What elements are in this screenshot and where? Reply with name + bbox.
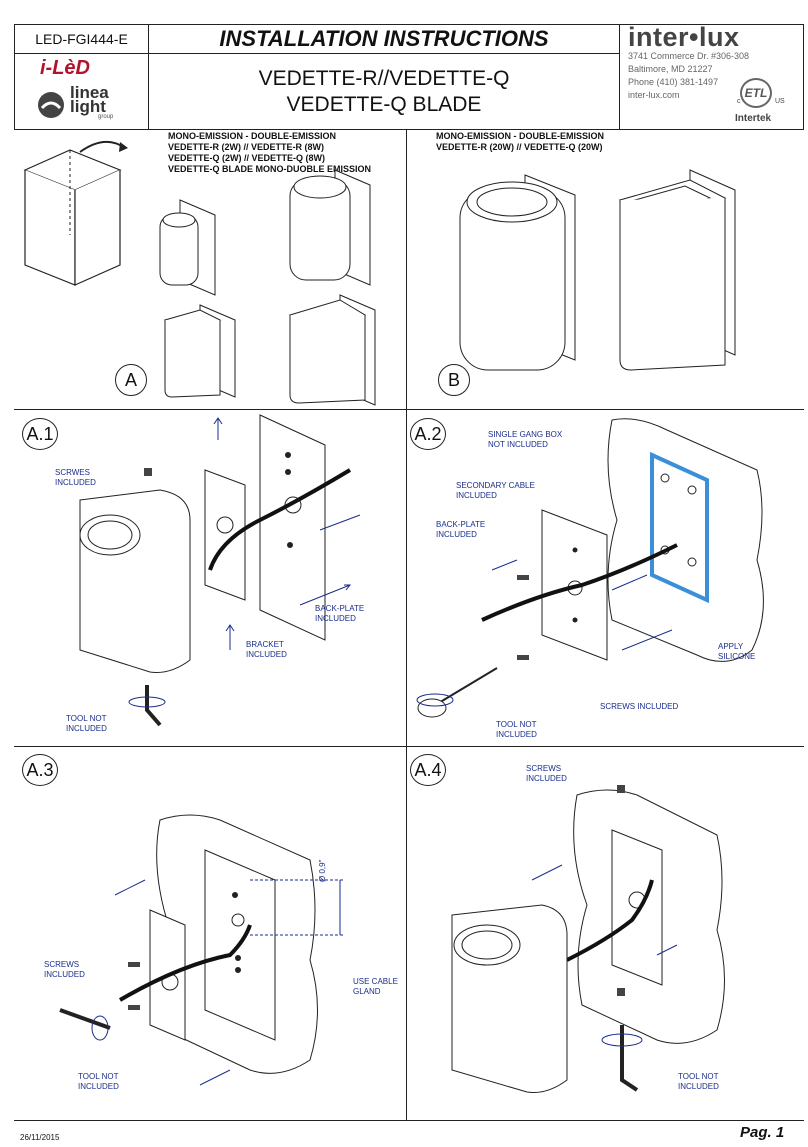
vedette-q-large-illustration <box>288 294 376 406</box>
label-line: BACK-PLATE <box>315 604 365 613</box>
linea-group-text: group <box>98 114 114 120</box>
vedette-r-large-illustration <box>289 169 371 286</box>
a1-backplate-label: BACK-PLATE INCLUDED <box>315 604 364 624</box>
a3-screws-label: SCREWS INCLUDED <box>44 960 85 980</box>
company-address: 3741 Commerce Dr. #306-308 Baltimore, MD… <box>628 50 749 102</box>
section-b-caption: MONO-EMISSION - DOUBLE-EMISSION VEDETTE-… <box>436 131 604 153</box>
vedette-q-small-illustration <box>163 304 236 398</box>
label-line: SINGLE GANG BOX <box>488 430 563 439</box>
a2-gangbox-label: SINGLE GANG BOX NOT INCLUDED <box>488 430 562 450</box>
label-line: NOT INCLUDED <box>488 440 548 449</box>
label-line: TOOL NOT <box>496 720 537 729</box>
label-line: INCLUDED <box>678 1082 719 1091</box>
label-line: INCLUDED <box>436 530 477 539</box>
linea-light-logo: linea light <box>70 83 109 116</box>
grid-divider <box>14 409 804 410</box>
address-line: inter-lux.com <box>628 90 680 100</box>
address-line: Baltimore, MD 21227 <box>628 64 713 74</box>
section-b-badge: B <box>438 364 470 396</box>
grid-divider <box>406 130 407 1120</box>
step-a4-illustration <box>451 785 725 1093</box>
company-panel <box>619 24 804 130</box>
document-code: LED-FGI444-E <box>14 24 149 54</box>
a2-silicone-label: APPLY SILICONE <box>718 642 755 662</box>
label-line: INCLUDED <box>526 774 567 783</box>
label-line: SILICONE <box>718 652 756 661</box>
label-line: INCLUDED <box>78 1082 119 1091</box>
a3-tool-label: TOOL NOT INCLUDED <box>78 1072 119 1092</box>
step-a2-badge: A.2 <box>410 418 446 450</box>
step-a3-illustration <box>59 814 345 1086</box>
product-name-line2: VEDETTE-Q BLADE <box>286 92 482 116</box>
grid-divider <box>14 746 804 747</box>
address-line: 3741 Commerce Dr. #306-308 <box>628 51 750 61</box>
caption-line: MONO-EMISSION - DOUBLE-EMISSION <box>436 131 605 141</box>
section-a-caption: MONO-EMISSION - DOUBLE-EMISSION VEDETTE-… <box>168 131 371 175</box>
page-number: Pag. 1 <box>740 1124 785 1141</box>
vedette-r-small-illustration <box>159 199 216 296</box>
step-a1-illustration <box>79 414 361 727</box>
label-line: INCLUDED <box>44 970 85 979</box>
label-line: TOOL NOT <box>678 1072 719 1081</box>
document-code-text: LED-FGI444-E <box>35 31 128 47</box>
label-line: SCREWS <box>44 960 80 969</box>
a1-screws-label: SCRWES INCLUDED <box>55 468 96 488</box>
vedette-r-20w-illustration <box>459 174 576 371</box>
step-a3-badge: A.3 <box>22 754 58 786</box>
label-line: SCRWES <box>55 468 90 477</box>
packaging-box-illustration <box>23 141 128 286</box>
caption-line: MONO-EMISSION - DOUBLE-EMISSION <box>168 131 337 141</box>
product-names: VEDETTE-R//VEDETTE-Q VEDETTE-Q BLADE <box>148 53 620 130</box>
footer-date: 26/11/2015 <box>20 1133 60 1142</box>
a1-tool-label: TOOL NOT INCLUDED <box>66 714 107 734</box>
label-line: INCLUDED <box>55 478 96 487</box>
product-name-line1: VEDETTE-R//VEDETTE-Q <box>258 66 510 90</box>
a4-tool-label: TOOL NOT INCLUDED <box>678 1072 719 1092</box>
address-line: Phone (410) 381-1497 <box>628 77 719 87</box>
label-line: INCLUDED <box>456 491 497 500</box>
label-line: GLAND <box>353 987 381 996</box>
caption-line: VEDETTE-R (2W) // VEDETTE-R (8W) <box>168 142 324 152</box>
label-line: INCLUDED <box>315 614 356 623</box>
footer-divider <box>14 1120 804 1121</box>
label-line: BACK-PLATE <box>436 520 486 529</box>
cert-us-mark: US <box>775 98 785 105</box>
interlux-logo: inter•lux <box>628 22 740 52</box>
a2-tool-label: TOOL NOT INCLUDED <box>496 720 537 740</box>
cert-c-mark: c <box>737 98 741 105</box>
a2-backplate-label: BACK-PLATE INCLUDED <box>436 520 485 540</box>
vedette-q-20w-illustration <box>618 169 736 371</box>
brand-panel <box>14 53 149 130</box>
label-line: APPLY <box>718 642 744 651</box>
label-line: TOOL NOT <box>66 714 107 723</box>
step-a2-illustration <box>416 418 764 718</box>
label-line: TOOL NOT <box>78 1072 119 1081</box>
label-line: SECONDARY CABLE <box>456 481 535 490</box>
caption-line: VEDETTE-R (20W) // VEDETTE-Q (20W) <box>436 142 603 152</box>
document-title: INSTALLATION INSTRUCTIONS <box>148 24 620 54</box>
a1-bracket-label: BRACKET INCLUDED <box>246 640 287 660</box>
caption-line: VEDETTE-Q BLADE MONO-DUOBLE EMISSION <box>168 164 372 174</box>
label-line: USE CABLE <box>353 977 398 986</box>
label-line: INCLUDED <box>246 650 287 659</box>
label-line: SCREWS <box>526 764 562 773</box>
etl-certification-mark: ETL <box>740 78 772 108</box>
caption-line: VEDETTE-Q (2W) // VEDETTE-Q (8W) <box>168 153 325 163</box>
a4-screws-label: SCREWS INCLUDED <box>526 764 567 784</box>
linea-light-logo-icon <box>38 92 64 118</box>
label-line: INCLUDED <box>66 724 107 733</box>
section-a-badge: A <box>115 364 147 396</box>
a2-screws-label: SCREWS INCLUDED <box>600 702 679 711</box>
document-title-text: INSTALLATION INSTRUCTIONS <box>219 26 549 51</box>
label-line: BRACKET <box>246 640 284 649</box>
iled-logo: i-LèD <box>40 57 90 79</box>
a3-diameter-label: Ø 0,9" <box>318 859 327 882</box>
intertek-label: Intertek <box>735 113 772 124</box>
label-line: INCLUDED <box>496 730 537 739</box>
a3-gland-label: USE CABLE GLAND <box>353 977 398 997</box>
step-a1-badge: A.1 <box>22 418 58 450</box>
a2-secondary-cable-label: SECONDARY CABLE INCLUDED <box>456 481 535 501</box>
step-a4-badge: A.4 <box>410 754 446 786</box>
